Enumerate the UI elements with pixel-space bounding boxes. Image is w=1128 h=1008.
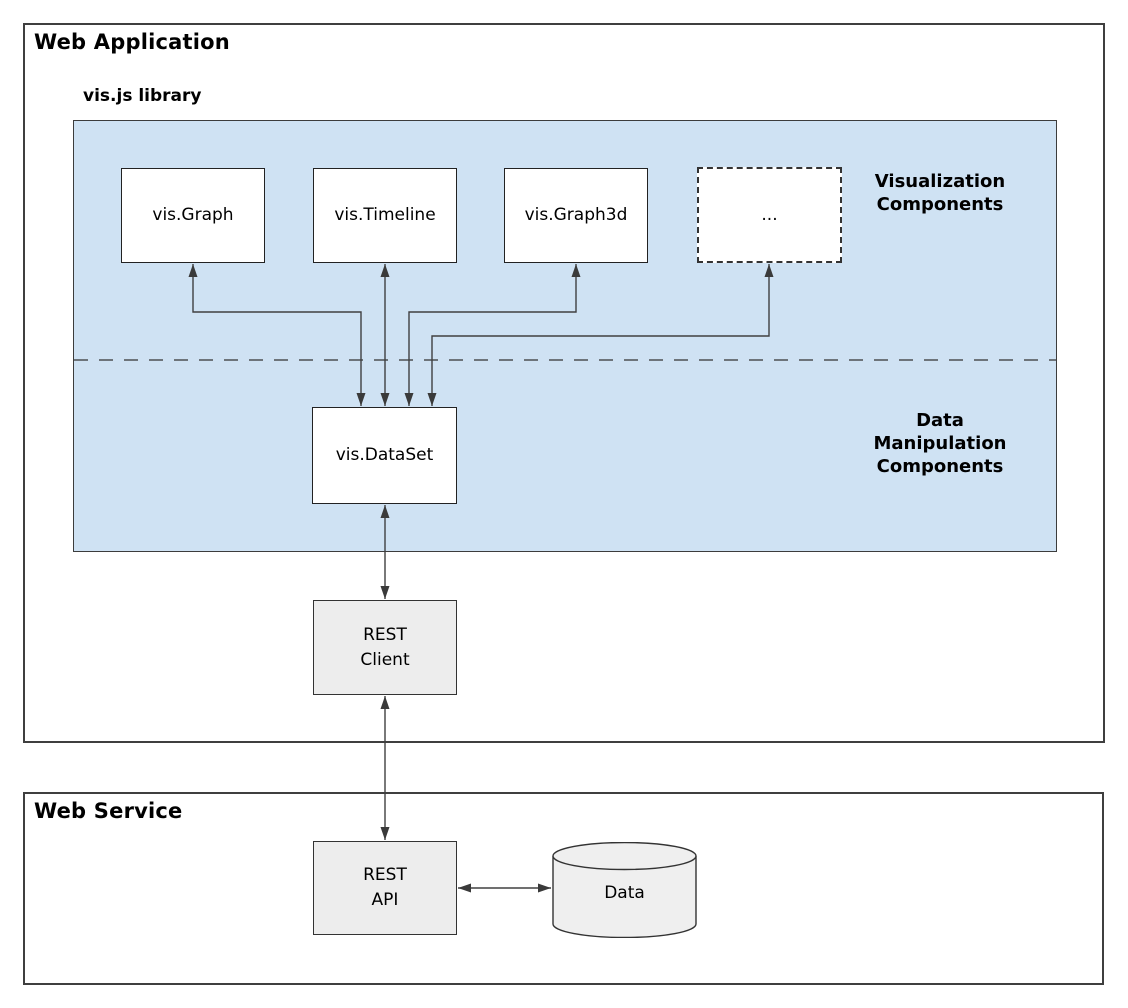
web-application-title: Web Application: [34, 30, 230, 54]
component-box-vis-timeline: vis.Timeline: [313, 168, 457, 263]
component-label: vis.Graph: [152, 205, 234, 225]
visualization-components-label: Visualization Components: [874, 171, 1006, 215]
rest-api-label: REST API: [363, 865, 407, 910]
component-box-more: ...: [697, 167, 842, 263]
web-service-title: Web Service: [34, 799, 183, 823]
component-box-vis-graph: vis.Graph: [121, 168, 265, 263]
database-cylinder-icon: [552, 841, 697, 939]
dataset-box: vis.DataSet: [312, 407, 457, 504]
component-label: ...: [761, 204, 778, 225]
component-label: vis.Graph3d: [524, 205, 628, 225]
component-box-vis-graph3d: vis.Graph3d: [504, 168, 648, 263]
rest-client-label: REST Client: [360, 624, 410, 670]
rest-api-box: REST API: [313, 841, 457, 935]
visjs-library-title: vis.js library: [83, 86, 202, 106]
data-store-label: Data: [604, 883, 645, 903]
rest-client-box: REST Client: [313, 600, 457, 695]
component-label: vis.Timeline: [334, 205, 436, 225]
data-manipulation-components-label: Data Manipulation Components: [873, 410, 1007, 477]
dataset-label: vis.DataSet: [335, 445, 434, 465]
data-store-cylinder: Data: [552, 841, 697, 939]
